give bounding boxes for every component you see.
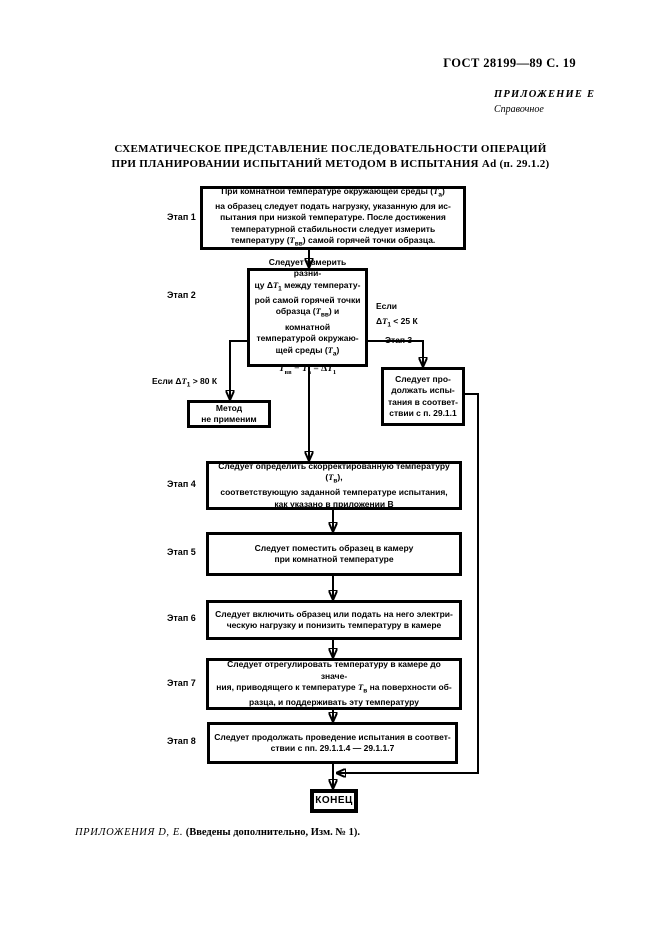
footnote-italic: ПРИЛОЖЕНИЯ D, Е.: [75, 827, 184, 838]
condition-right-line1: Если: [376, 301, 398, 311]
flow-box-step4: Следует определить скорректированную тем…: [206, 461, 462, 510]
stage-label-2: Этап 2: [167, 290, 196, 300]
flow-box-end-text: КОНЕЦ: [315, 795, 353, 807]
stage-label-7: Этап 7: [167, 678, 196, 688]
flow-box-step2: Следует измерить разни-цу ΔT1 между темп…: [247, 257, 368, 376]
condition-delta-t-less-25: Если ΔT1 < 25 К Этап 3: [376, 299, 436, 348]
flow-box-step1: При комнатной температуре окружающей сре…: [200, 186, 466, 250]
flow-box-step2-text: Следует измерить разни-цу ΔT1 между темп…: [254, 256, 361, 358]
flow-box-step7: Следует отрегулировать температуру в кам…: [206, 658, 462, 710]
footnote-bold: (Введены дополнительно, Изм. № 1).: [185, 827, 360, 838]
flow-box-step3: Следует про-должать испы-тания в соответ…: [381, 367, 465, 426]
flow-box-step6-text: Следует включить образец или подать на н…: [215, 608, 453, 631]
flow-box-step4-text: Следует определить скорректированную тем…: [218, 460, 450, 509]
connector-step2-step3: [368, 340, 423, 365]
page-header: ГОСТ 28199—89 С. 19: [443, 56, 576, 70]
stage-label-1: Этап 1: [167, 212, 196, 222]
flow-box-end: КОНЕЦ: [310, 789, 358, 813]
appendix-label: ПРИЛОЖЕНИЕ Е: [494, 89, 596, 100]
flow-box-step6: Следует включить образец или подать на н…: [206, 600, 462, 640]
page-title-line1: СХЕМАТИЧЕСКОЕ ПРЕДСТАВЛЕНИЕ ПОСЛЕДОВАТЕЛ…: [114, 143, 547, 155]
connector-step3-bypass: [338, 393, 479, 773]
stage-label-3: Этап 3: [385, 334, 413, 345]
stage-label-5: Этап 5: [167, 547, 196, 557]
flow-box-step8-text: Следует продолжать проведение испытания …: [214, 731, 451, 754]
connector-step2-method: [230, 340, 247, 398]
footnote: ПРИЛОЖЕНИЯ D, Е. (Введены дополнительно,…: [75, 827, 360, 838]
stage-label-4: Этап 4: [167, 479, 196, 489]
flow-box-step2-formula: Tвв − Tа = ΔT1: [278, 363, 337, 376]
stage-label-6: Этап 6: [167, 613, 196, 623]
condition-right-line2: ΔT1 < 25 К: [376, 316, 418, 329]
page-title-line2: ПРИ ПЛАНИРОВАНИИ ИСПЫТАНИЙ МЕТОДОМ В ИСП…: [111, 158, 550, 170]
appendix-subtitle: Справочное: [494, 104, 544, 115]
flow-box-step8: Следует продолжать проведение испытания …: [207, 722, 458, 764]
stage-label-8: Этап 8: [167, 736, 196, 746]
page-title: СХЕМАТИЧЕСКОЕ ПРЕДСТАВЛЕНИЕ ПОСЛЕДОВАТЕЛ…: [0, 142, 661, 172]
flow-box-step1-text: При комнатной температуре окружающей сре…: [215, 185, 451, 248]
flow-box-step3-text: Следует про-должать испы-тания в соответ…: [388, 373, 458, 419]
flow-box-step7-text: Следует отрегулировать температуру в кам…: [216, 659, 452, 708]
appendix-block: ПРИЛОЖЕНИЕ Е Справочное: [494, 89, 595, 115]
condition-delta-t-greater-80: Если ΔT1 > 80 К: [152, 376, 218, 389]
